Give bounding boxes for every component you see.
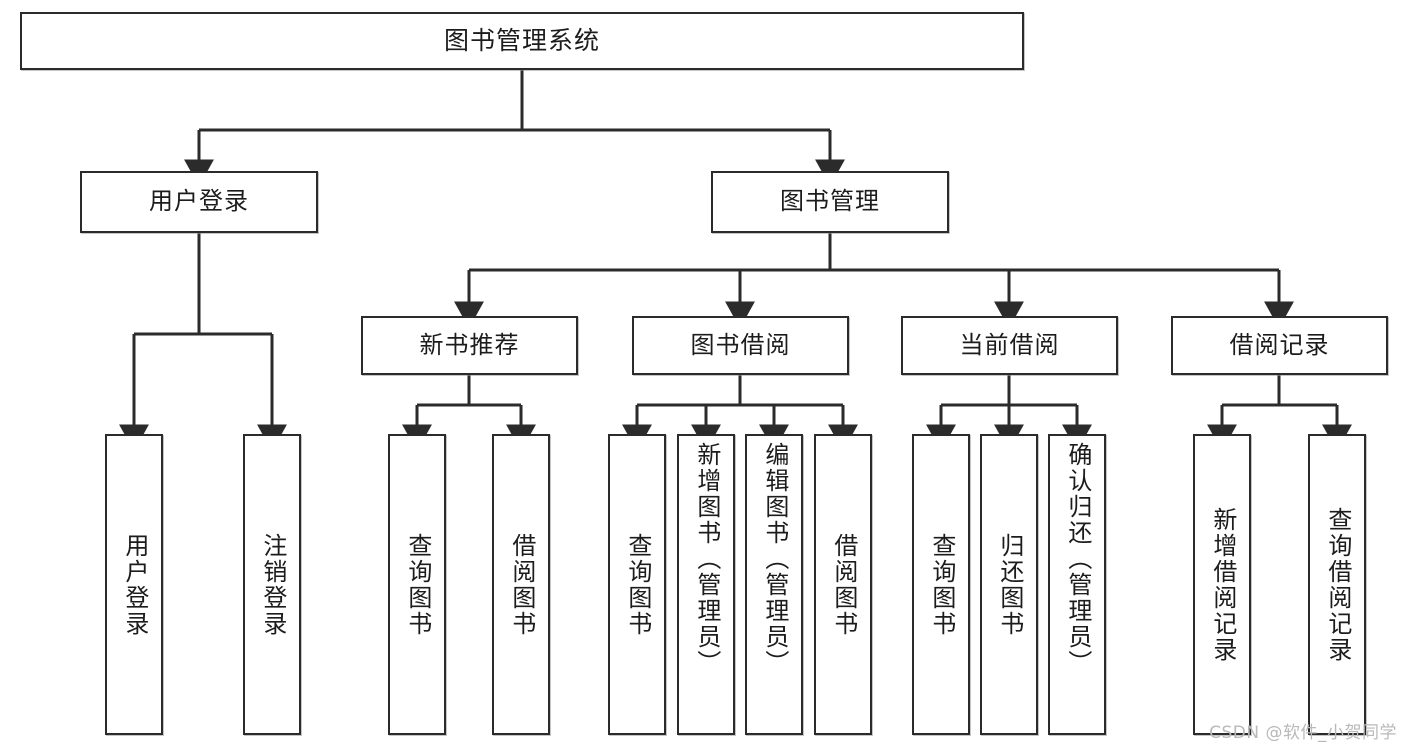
node-leaf-add-record[interactable]: 新增借阅记录 xyxy=(1193,434,1251,735)
node-leaf-query-book-2[interactable]: 查询图书 xyxy=(608,434,666,735)
node-book-borrow-label: 图书借阅 xyxy=(690,330,791,359)
node-leaf-query-record[interactable]: 查询借阅记录 xyxy=(1308,434,1366,735)
node-leaf-borrow-book-1-label: 借阅图书 xyxy=(507,532,536,637)
node-leaf-add-book[interactable]: 新增图书（管理员） xyxy=(677,434,735,735)
node-leaf-user-login[interactable]: 用户登录 xyxy=(105,434,163,735)
node-leaf-add-book-label: 新增图书（管理员） xyxy=(692,442,721,676)
node-leaf-query-book-3-label: 查询图书 xyxy=(927,532,956,637)
node-leaf-logout-login[interactable]: 注销登录 xyxy=(243,434,301,735)
node-leaf-return-book-label: 归还图书 xyxy=(995,532,1024,637)
node-book-borrow[interactable]: 图书借阅 xyxy=(632,316,849,375)
node-leaf-add-record-label: 新增借阅记录 xyxy=(1208,506,1237,663)
node-user-login-label: 用户登录 xyxy=(149,187,249,216)
node-leaf-borrow-book-2[interactable]: 借阅图书 xyxy=(814,434,872,735)
node-leaf-borrow-book-2-label: 借阅图书 xyxy=(829,532,858,637)
node-leaf-logout-login-label: 注销登录 xyxy=(258,532,287,637)
node-leaf-query-book-3[interactable]: 查询图书 xyxy=(912,434,970,735)
node-leaf-query-record-label: 查询借阅记录 xyxy=(1323,506,1352,663)
node-leaf-edit-book[interactable]: 编辑图书（管理员） xyxy=(745,434,803,735)
node-book-manage[interactable]: 图书管理 xyxy=(711,171,949,233)
node-user-login[interactable]: 用户登录 xyxy=(80,171,318,233)
node-borrow-record[interactable]: 借阅记录 xyxy=(1171,316,1388,375)
node-leaf-user-login-label: 用户登录 xyxy=(120,532,149,637)
watermark-text: CSDN @软件_小贺同学 xyxy=(1209,723,1397,743)
node-book-manage-label: 图书管理 xyxy=(780,187,880,216)
node-root[interactable]: 图书管理系统 xyxy=(20,12,1024,70)
node-leaf-query-book-1[interactable]: 查询图书 xyxy=(388,434,446,735)
node-leaf-confirm-return[interactable]: 确认归还（管理员） xyxy=(1048,434,1106,735)
node-leaf-edit-book-label: 编辑图书（管理员） xyxy=(760,442,789,676)
node-current-borrow-label: 当前借阅 xyxy=(959,330,1060,359)
node-current-borrow[interactable]: 当前借阅 xyxy=(901,316,1118,375)
node-leaf-return-book[interactable]: 归还图书 xyxy=(980,434,1038,735)
node-new-book-recommend[interactable]: 新书推荐 xyxy=(361,316,578,375)
node-leaf-borrow-book-1[interactable]: 借阅图书 xyxy=(492,434,550,735)
node-leaf-confirm-return-label: 确认归还（管理员） xyxy=(1063,442,1092,676)
node-root-label: 图书管理系统 xyxy=(443,25,600,55)
node-leaf-query-book-1-label: 查询图书 xyxy=(403,532,432,637)
node-borrow-record-label: 借阅记录 xyxy=(1229,330,1330,359)
node-leaf-query-book-2-label: 查询图书 xyxy=(623,532,652,637)
node-new-book-recommend-label: 新书推荐 xyxy=(419,330,520,359)
